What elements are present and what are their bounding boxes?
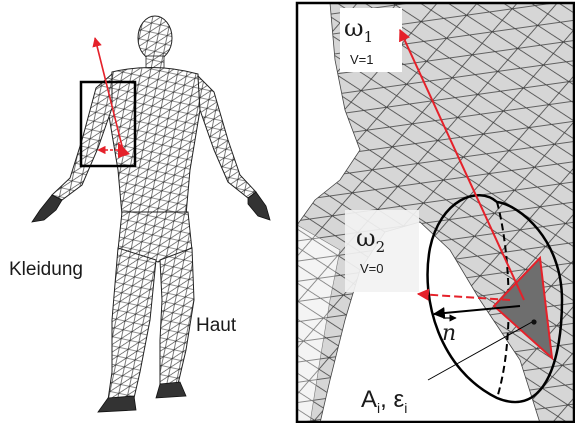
label-skin: Haut xyxy=(196,315,237,336)
normal-label: n xyxy=(442,318,456,346)
area-emissivity-label: Ai, εi xyxy=(361,386,407,416)
area-point xyxy=(531,319,536,324)
label-clothing: Kleidung xyxy=(9,259,83,280)
omega2-visibility: V=0 xyxy=(360,261,384,276)
detail-panel xyxy=(297,3,575,423)
svg-text:n: n xyxy=(442,321,456,346)
omega1-visibility: V=1 xyxy=(350,52,374,67)
human-mesh-figure xyxy=(32,16,270,412)
